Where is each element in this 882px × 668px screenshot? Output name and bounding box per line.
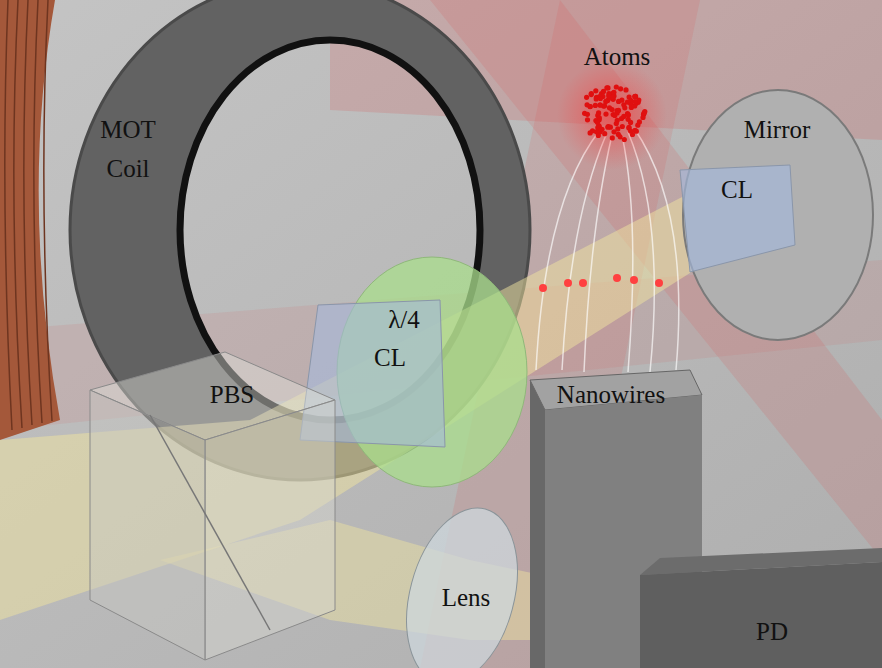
nanowires-label: Nanowires — [557, 380, 665, 410]
atom — [620, 124, 625, 129]
atom — [595, 120, 600, 125]
atom — [634, 129, 639, 134]
atom — [619, 98, 624, 103]
atom — [588, 104, 593, 109]
atom — [599, 127, 604, 132]
atom — [642, 109, 647, 114]
nanowire-block — [530, 380, 545, 668]
atom-cloud — [582, 84, 647, 142]
mirror-label: Mirror — [744, 115, 811, 145]
atom — [597, 103, 602, 108]
atom — [602, 131, 607, 136]
coil-windings — [0, 0, 60, 440]
atom — [589, 91, 594, 96]
atom — [605, 125, 610, 130]
lens-label: CL — [721, 175, 753, 205]
atom — [614, 84, 619, 89]
cylindrical-lens — [680, 165, 795, 272]
atom — [635, 123, 640, 128]
atom — [585, 112, 590, 117]
atom-glow — [557, 60, 667, 170]
atom — [603, 99, 608, 104]
atom — [629, 105, 634, 110]
atom — [619, 116, 624, 121]
lens-label: Lens — [442, 583, 491, 613]
pbs-diagonal — [150, 415, 270, 630]
atom — [633, 94, 638, 99]
coil-label: MOT Coil — [93, 111, 163, 189]
atom — [588, 130, 593, 135]
photodiode — [640, 562, 882, 668]
atoms-label: Atoms — [584, 42, 651, 72]
atom — [593, 88, 598, 93]
atom — [632, 99, 637, 104]
atom — [628, 128, 633, 133]
pbs-label: PBS — [210, 380, 254, 410]
atom — [594, 129, 599, 134]
lens-label: CL — [374, 343, 406, 373]
atom — [588, 104, 593, 109]
atom — [623, 87, 628, 92]
lens — [388, 496, 535, 668]
atom — [589, 92, 594, 97]
atom — [611, 90, 616, 95]
atom — [633, 94, 638, 99]
atom — [609, 107, 614, 112]
atom — [610, 95, 615, 100]
pbs-cube — [205, 400, 335, 660]
atom-dot — [539, 274, 663, 292]
atom — [615, 126, 620, 131]
waveplate-label: λ/4 — [388, 305, 420, 335]
atom — [598, 102, 603, 107]
atom — [604, 85, 609, 90]
detector-label: PD — [756, 617, 788, 647]
pbs-cube — [90, 390, 205, 660]
atom — [598, 96, 603, 101]
atom — [585, 117, 590, 122]
atom — [618, 134, 623, 139]
atom — [632, 94, 637, 99]
atom — [610, 135, 615, 140]
coil-windings — [5, 0, 52, 430]
atom — [597, 115, 602, 120]
atom — [628, 120, 633, 125]
atom — [614, 121, 619, 126]
atom — [612, 113, 617, 118]
atom — [584, 95, 589, 100]
atom — [622, 105, 627, 110]
atom — [602, 103, 607, 108]
atom — [593, 103, 598, 108]
atom — [603, 112, 608, 117]
atom — [626, 112, 631, 117]
atom — [640, 115, 645, 120]
